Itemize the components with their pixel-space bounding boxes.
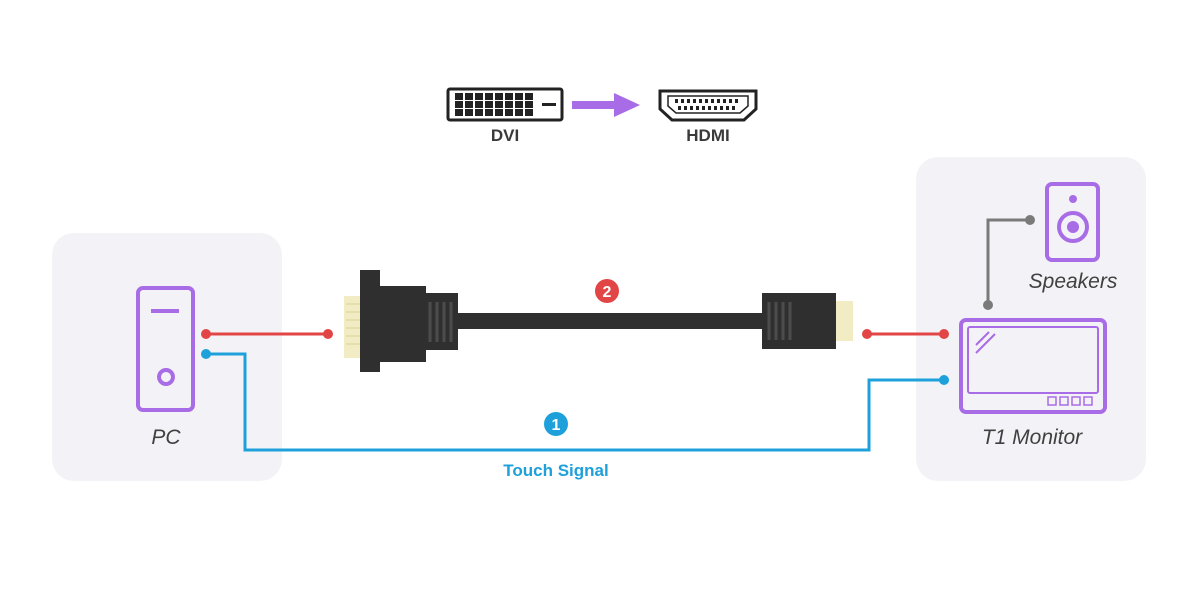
touch-connection-badge: 1	[544, 412, 568, 436]
touch-badge-number: 1	[552, 417, 561, 434]
touch-signal-wire	[206, 352, 944, 452]
monitor-touch-port	[939, 375, 949, 385]
pc-touch-port	[201, 349, 211, 359]
monitor-video-port	[939, 329, 949, 339]
speaker-wire-start	[983, 300, 993, 310]
video-connection-badge: 2	[595, 279, 619, 303]
monitor-label: T1 Monitor	[981, 426, 1083, 449]
dvi-connector-icon	[446, 87, 564, 122]
video-badge-number: 2	[603, 284, 612, 301]
speakers-label: Speakers	[1028, 270, 1118, 293]
hdmi-connector-icon	[658, 89, 758, 122]
speaker-wire	[986, 218, 1030, 305]
conversion-arrow-icon	[572, 93, 640, 117]
pc-tower-icon	[136, 286, 195, 412]
hdmi-plug-port	[862, 329, 872, 339]
dvi-label: DVI	[490, 126, 520, 145]
touch-signal-label: Touch Signal	[503, 461, 609, 480]
dvi-to-hdmi-cable	[344, 270, 853, 372]
speaker-icon	[1045, 182, 1100, 262]
monitor-icon	[959, 318, 1107, 414]
speaker-wire-end	[1025, 215, 1035, 225]
pc-video-port	[201, 329, 211, 339]
pc-panel	[52, 233, 282, 481]
hdmi-label: HDMI	[686, 126, 730, 145]
dvi-plug-port	[323, 329, 333, 339]
pc-label: PC	[151, 426, 181, 449]
